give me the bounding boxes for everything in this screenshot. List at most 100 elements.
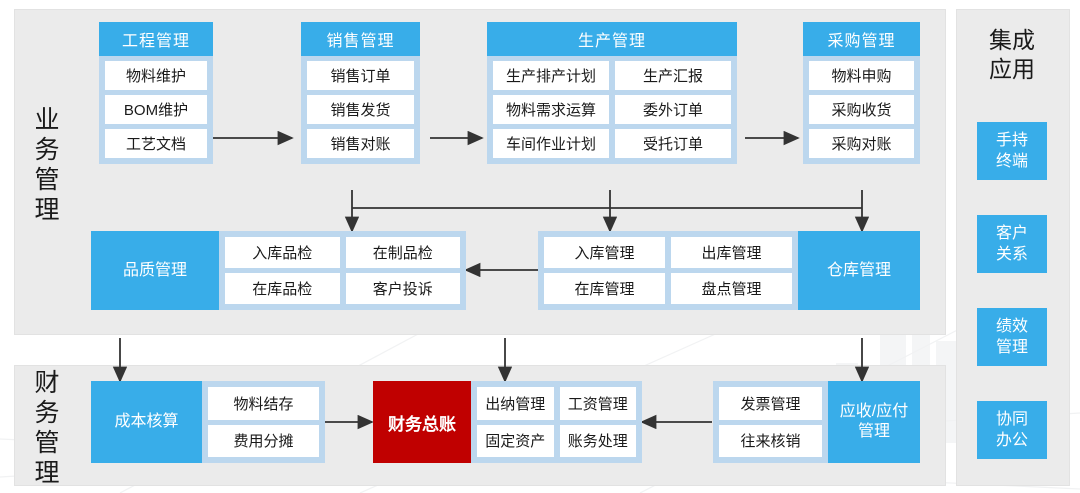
group-production-body: 生产排产计划 生产汇报 物料需求运算 委外订单 车间作业计划 受托订单: [487, 56, 737, 164]
app-button-line: 客户: [995, 225, 1028, 242]
group-engineering[interactable]: 工程管理 物料维护 BOM维护 工艺文档: [99, 22, 213, 164]
group-sales-body: 销售订单 销售发货 销售对账: [301, 56, 420, 164]
label-char: 财: [34, 369, 60, 397]
group-row: 物料需求运算 委外订单: [493, 95, 731, 124]
group-row: 入库管理 出库管理: [544, 237, 792, 268]
module-item[interactable]: 采购对账: [809, 129, 914, 158]
group-quality-title: 品质管理: [91, 231, 219, 310]
group-row: BOM维护: [105, 95, 207, 124]
app-button-performance[interactable]: 绩效 管理: [977, 308, 1047, 366]
group-row: 在库管理 盘点管理: [544, 273, 792, 304]
group-row: 车间作业计划 受托订单: [493, 129, 731, 158]
module-item[interactable]: 入库管理: [544, 237, 665, 268]
app-button-line: 办公: [995, 432, 1028, 449]
module-item[interactable]: 委外订单: [615, 95, 731, 124]
group-engineering-title: 工程管理: [99, 22, 213, 56]
module-item[interactable]: 车间作业计划: [493, 129, 609, 158]
title-line: 集成: [989, 27, 1035, 53]
module-item[interactable]: BOM维护: [105, 95, 207, 124]
finance-management-label: 财 务 管 理: [30, 368, 64, 488]
group-receivable-payable[interactable]: 发票管理 往来核销 应收/应付 管理: [713, 381, 920, 463]
group-quality[interactable]: 品质管理 入库品检 在制品检 在库品检 客户投诉: [91, 231, 466, 310]
group-cost-title: 成本核算: [91, 381, 202, 463]
business-management-label: 业 务 管 理: [30, 105, 64, 225]
group-quality-body: 入库品检 在制品检 在库品检 客户投诉: [219, 231, 466, 310]
app-button-handheld-terminal[interactable]: 手持 终端: [977, 122, 1047, 180]
label-char: 理: [34, 196, 60, 224]
group-accounting-body: 出纳管理 工资管理 固定资产 账务处理: [471, 381, 642, 463]
group-row: 物料结存: [208, 387, 319, 420]
app-button-line: 终端: [995, 153, 1028, 170]
group-row: 入库品检 在制品检: [225, 237, 460, 268]
group-accounting[interactable]: 出纳管理 工资管理 固定资产 账务处理: [471, 381, 642, 463]
module-item[interactable]: 生产排产计划: [493, 61, 609, 90]
module-item[interactable]: 工艺文档: [105, 129, 207, 158]
group-purchase-title: 采购管理: [803, 22, 920, 56]
group-row: 出纳管理 工资管理: [477, 387, 636, 420]
app-button-crm[interactable]: 客户 关系: [977, 215, 1047, 273]
module-item[interactable]: 入库品检: [225, 237, 340, 268]
group-warehouse-body: 入库管理 出库管理 在库管理 盘点管理: [538, 231, 798, 310]
group-cost-body: 物料结存 费用分摊: [202, 381, 325, 463]
module-item[interactable]: 生产汇报: [615, 61, 731, 90]
group-row: 物料申购: [809, 61, 914, 90]
title-line: 应用: [989, 56, 1035, 82]
title-line: 管理: [857, 423, 890, 440]
group-receivable-title: 应收/应付 管理: [828, 381, 920, 463]
label-char: 业: [34, 106, 60, 134]
module-item[interactable]: 在制品检: [345, 237, 460, 268]
group-row: 销售发货: [307, 95, 414, 124]
module-item[interactable]: 往来核销: [719, 424, 822, 457]
group-engineering-body: 物料维护 BOM维护 工艺文档: [99, 56, 213, 164]
group-purchase[interactable]: 采购管理 物料申购 采购收货 采购对账: [803, 22, 920, 164]
module-item[interactable]: 账务处理: [559, 424, 636, 457]
group-receivable-body: 发票管理 往来核销: [713, 381, 828, 463]
integrated-apps-title: 集成 应用: [956, 26, 1068, 84]
module-item[interactable]: 物料需求运算: [493, 95, 609, 124]
group-row: 在库品检 客户投诉: [225, 273, 460, 304]
app-button-line: 绩效: [995, 318, 1028, 335]
module-item[interactable]: 物料维护: [105, 61, 207, 90]
module-item[interactable]: 固定资产: [477, 424, 554, 457]
group-warehouse[interactable]: 入库管理 出库管理 在库管理 盘点管理 仓库管理: [538, 231, 920, 310]
group-row: 生产排产计划 生产汇报: [493, 61, 731, 90]
app-button-line: 关系: [995, 246, 1028, 263]
module-item[interactable]: 物料申购: [809, 61, 914, 90]
group-general-ledger[interactable]: 财务总账: [373, 381, 471, 463]
group-production[interactable]: 生产管理 生产排产计划 生产汇报 物料需求运算 委外订单 车间作业计划 受托订单: [487, 22, 737, 164]
module-item[interactable]: 费用分摊: [208, 424, 319, 457]
module-item[interactable]: 出库管理: [671, 237, 792, 268]
title-line: 应收/应付: [839, 403, 909, 420]
module-item[interactable]: 在库品检: [225, 273, 340, 304]
app-button-collaboration[interactable]: 协同 办公: [977, 401, 1047, 459]
module-item[interactable]: 出纳管理: [477, 387, 554, 420]
module-item[interactable]: 工资管理: [559, 387, 636, 420]
group-row: 物料维护: [105, 61, 207, 90]
group-row: 往来核销: [719, 424, 822, 457]
group-row: 采购对账: [809, 129, 914, 158]
module-item[interactable]: 客户投诉: [345, 273, 460, 304]
group-row: 采购收货: [809, 95, 914, 124]
module-item[interactable]: 物料结存: [208, 387, 319, 420]
label-char: 管: [34, 166, 60, 194]
group-row: 费用分摊: [208, 424, 319, 457]
module-item[interactable]: 销售对账: [307, 129, 414, 158]
module-item[interactable]: 受托订单: [615, 129, 731, 158]
module-item[interactable]: 采购收货: [809, 95, 914, 124]
group-row: 销售对账: [307, 129, 414, 158]
label-char: 理: [34, 459, 60, 487]
group-warehouse-title: 仓库管理: [798, 231, 920, 310]
module-item[interactable]: 在库管理: [544, 273, 665, 304]
group-sales[interactable]: 销售管理 销售订单 销售发货 销售对账: [301, 22, 420, 164]
module-item[interactable]: 销售发货: [307, 95, 414, 124]
group-production-title: 生产管理: [487, 22, 737, 56]
module-item[interactable]: 发票管理: [719, 387, 822, 420]
group-cost[interactable]: 成本核算 物料结存 费用分摊: [91, 381, 325, 463]
label-char: 务: [34, 136, 60, 164]
group-row: 销售订单: [307, 61, 414, 90]
module-item[interactable]: 销售订单: [307, 61, 414, 90]
module-item[interactable]: 盘点管理: [671, 273, 792, 304]
label-char: 务: [34, 399, 60, 427]
app-button-line: 协同: [995, 411, 1028, 428]
